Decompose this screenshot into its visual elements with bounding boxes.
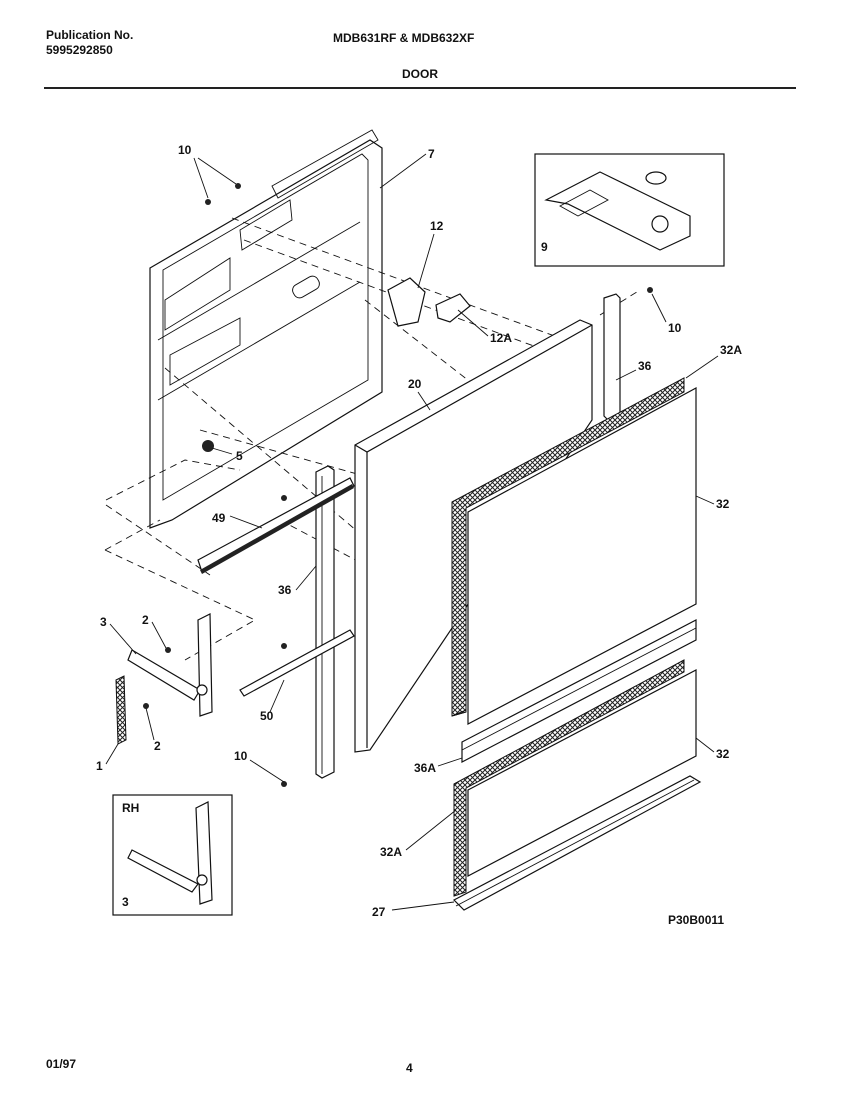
channel-36a: [461, 619, 697, 763]
callout-32-bottom: 32: [716, 747, 730, 761]
callout-5: 5: [236, 449, 243, 463]
callout-32a-bottom: 32A: [380, 845, 402, 859]
upper-front-panel: [467, 386, 697, 725]
section-title: DOOR: [402, 67, 438, 81]
callout-10-bottom: 10: [234, 749, 248, 763]
inner-door-panel: [149, 129, 383, 529]
callout-10-right: 10: [668, 321, 682, 335]
callout-2-upper: 2: [142, 613, 149, 627]
strip-50: [239, 629, 355, 697]
callout-36-mid: 36: [278, 583, 292, 597]
hinge-assembly: [127, 613, 213, 717]
callout-7: 7: [428, 147, 435, 161]
callout-1: 1: [96, 759, 103, 773]
callout-32-top: 32: [716, 497, 730, 511]
hinge-spring: [115, 675, 127, 745]
callout-36-top: 36: [638, 359, 652, 373]
trim-strip-left: [315, 465, 335, 779]
bottom-trim: [452, 775, 702, 911]
publication-label: Publication No.: [46, 28, 134, 42]
callout-2-lower: 2: [154, 739, 161, 753]
inset-rh-label: RH: [122, 801, 139, 815]
inset-dispenser-box: [534, 153, 725, 267]
callout-50: 50: [260, 709, 274, 723]
inset-rh-hinge-box: [112, 794, 233, 916]
callout-20: 20: [408, 377, 422, 391]
detergent-dispenser-part: [387, 277, 471, 327]
callout-27: 27: [372, 905, 386, 919]
lower-gasket: [453, 659, 685, 897]
callout-10-top: 10: [178, 143, 192, 157]
callout-9: 9: [541, 240, 548, 254]
figure-code: P30B0011: [668, 913, 725, 927]
callout-32a-top: 32A: [720, 343, 742, 357]
inset-3-label: 3: [122, 895, 129, 909]
upper-gasket: [451, 377, 685, 717]
callout-labels: 10 7 12 12A 10 9 36 32A 20 5 32 49 36 3 …: [96, 143, 742, 919]
strip-49: [197, 477, 355, 574]
lower-front-panel: [467, 669, 697, 877]
callout-36a: 36A: [414, 761, 436, 775]
trim-strip-right: [603, 293, 621, 421]
callout-12: 12: [430, 219, 444, 233]
screws: [143, 183, 653, 787]
publication-number: 5995292850: [46, 43, 113, 57]
callout-3: 3: [100, 615, 107, 629]
page-number: 4: [406, 1061, 413, 1075]
callout-12a: 12A: [490, 331, 512, 345]
footer-date: 01/97: [46, 1057, 77, 1071]
callout-49: 49: [212, 511, 226, 525]
header-rule: [44, 87, 796, 89]
leader-lines: [105, 153, 719, 911]
model-numbers: MDB631RF & MDB632XF: [333, 31, 475, 45]
